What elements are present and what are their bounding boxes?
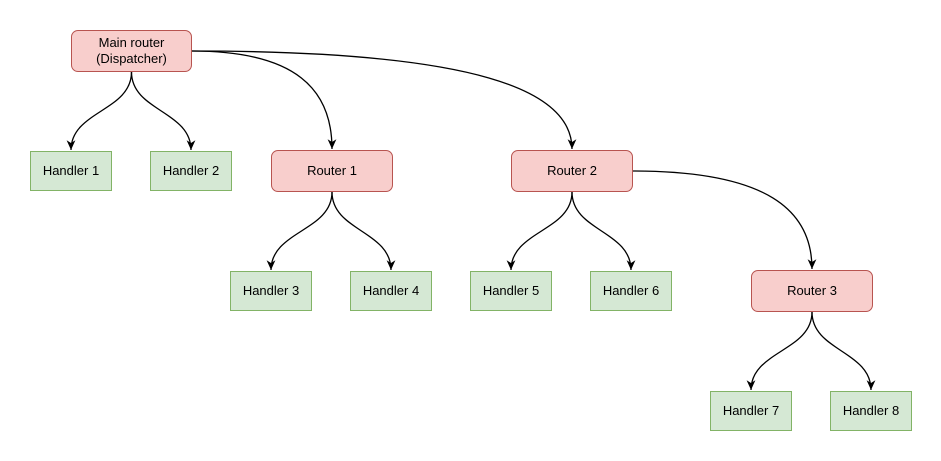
node-label: Handler 7 bbox=[722, 403, 780, 418]
edge-router3-to-handler7 bbox=[746, 311, 813, 391]
node-label: Router 1 bbox=[307, 163, 357, 178]
node-label: Handler 1 bbox=[42, 163, 100, 178]
node-handler3[interactable]: Handler 3 bbox=[230, 271, 312, 311]
node-label: Handler 6 bbox=[602, 283, 660, 298]
node-handler5[interactable]: Handler 5 bbox=[470, 271, 552, 311]
node-label: (Dispatcher) bbox=[96, 51, 167, 66]
edge-router2-to-router3 bbox=[632, 170, 817, 270]
edge-router1-to-handler4 bbox=[331, 191, 396, 271]
node-handler2[interactable]: Handler 2 bbox=[150, 151, 232, 191]
node-label: Handler 2 bbox=[162, 163, 220, 178]
node-label: Main router bbox=[98, 35, 165, 50]
edge-router2-to-handler5 bbox=[506, 191, 573, 271]
node-label: Router 2 bbox=[547, 163, 597, 178]
node-label: Handler 4 bbox=[362, 283, 420, 298]
node-label: Handler 8 bbox=[842, 403, 900, 418]
node-router3[interactable]: Router 3 bbox=[751, 270, 873, 312]
node-handler4[interactable]: Handler 4 bbox=[350, 271, 432, 311]
edge-main-to-router1 bbox=[191, 50, 337, 150]
node-label: Router 3 bbox=[787, 283, 837, 298]
edges-group bbox=[66, 50, 876, 391]
node-label: Handler 5 bbox=[482, 283, 540, 298]
node-handler8[interactable]: Handler 8 bbox=[830, 391, 912, 431]
node-router1[interactable]: Router 1 bbox=[271, 150, 393, 192]
node-handler6[interactable]: Handler 6 bbox=[590, 271, 672, 311]
node-main[interactable]: Main router(Dispatcher) bbox=[71, 30, 192, 72]
edge-main-to-handler1 bbox=[66, 71, 133, 151]
node-router2[interactable]: Router 2 bbox=[511, 150, 633, 192]
edge-router2-to-handler6 bbox=[571, 191, 636, 271]
edge-router1-to-handler3 bbox=[266, 191, 333, 271]
node-handler7[interactable]: Handler 7 bbox=[710, 391, 792, 431]
edge-main-to-router2 bbox=[191, 50, 577, 150]
edge-main-to-handler2 bbox=[130, 71, 196, 151]
node-label: Handler 3 bbox=[242, 283, 300, 298]
edge-router3-to-handler8 bbox=[811, 311, 876, 391]
node-handler1[interactable]: Handler 1 bbox=[30, 151, 112, 191]
